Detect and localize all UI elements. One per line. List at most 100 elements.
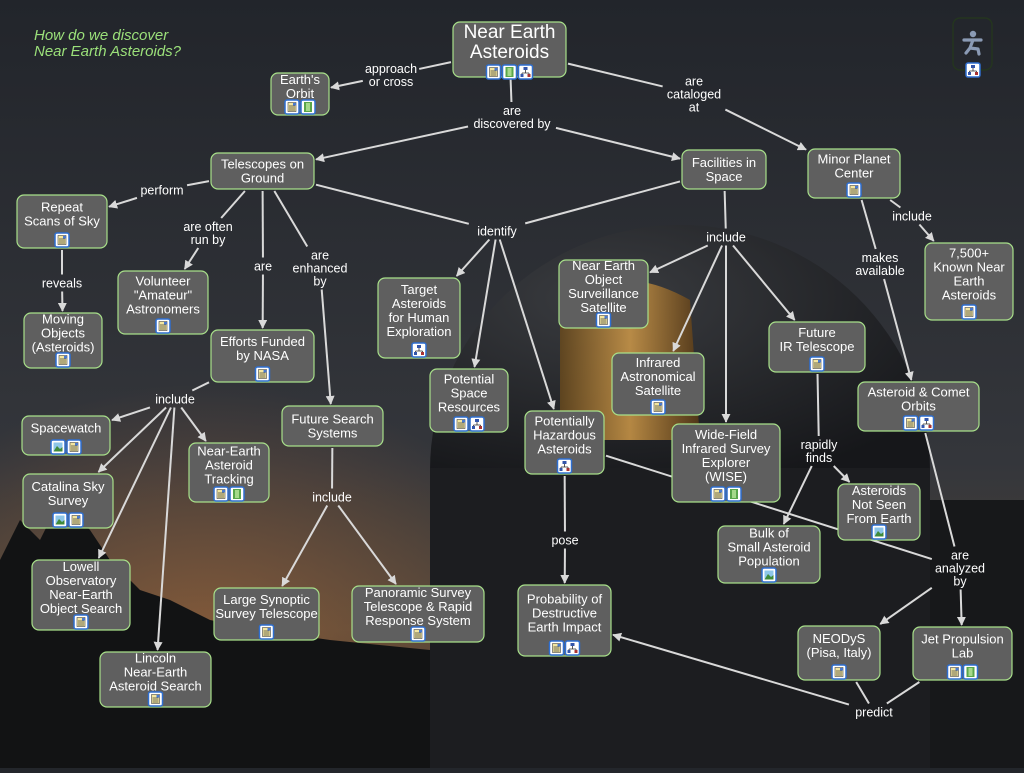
document-resource-icon[interactable] — [810, 357, 824, 371]
concept-label: Large Synoptic — [223, 592, 310, 607]
document-resource-icon[interactable] — [550, 641, 564, 655]
image-resource-icon[interactable] — [872, 525, 886, 539]
document-resource-icon[interactable] — [651, 400, 665, 414]
movie-resource-icon[interactable] — [503, 65, 517, 79]
cmap-resource-icon[interactable] — [519, 65, 533, 79]
movie-resource-icon[interactable] — [964, 665, 978, 679]
document-resource-icon[interactable] — [67, 440, 81, 454]
document-resource-icon[interactable] — [69, 513, 83, 527]
movie-resource-icon[interactable] — [301, 100, 315, 114]
image-resource-icon[interactable] — [51, 440, 65, 454]
movie-resource-icon[interactable] — [230, 487, 244, 501]
link-phrase-text: are — [685, 75, 703, 89]
cmap-resource-icon[interactable] — [558, 459, 572, 473]
link-phrase-l_include_nasa[interactable]: include — [155, 393, 195, 407]
document-resource-icon[interactable] — [847, 183, 861, 197]
concept-volunteer[interactable]: Volunteer"Amateur"Astronomers — [118, 271, 208, 334]
link-phrase-text: rapidly — [801, 438, 839, 452]
document-resource-icon[interactable] — [832, 665, 846, 679]
link-phrase-l_predict[interactable]: predict — [855, 706, 893, 720]
link-phrase-l_pose[interactable]: pose — [551, 534, 578, 548]
document-resource-icon[interactable] — [214, 487, 228, 501]
concept-label: From Earth — [846, 511, 911, 526]
link-phrase-text: makes — [862, 251, 899, 265]
document-resource-icon[interactable] — [149, 692, 163, 706]
cmap-resource-icon[interactable] — [566, 641, 580, 655]
concept-label: Volunteer — [136, 274, 192, 289]
concept-neodys[interactable]: NEODyS(Pisa, Italy) — [798, 626, 880, 680]
link-phrase-l_perform[interactable]: perform — [140, 184, 183, 198]
document-resource-icon[interactable] — [904, 416, 918, 430]
document-resource-icon[interactable] — [256, 367, 270, 381]
concept-spacewatch[interactable]: Spacewatch — [22, 416, 110, 455]
link-phrase-l_include_fac[interactable]: include — [706, 231, 746, 245]
link-phrase-l_are[interactable]: are — [254, 260, 272, 274]
focus-question-line: How do we discover — [34, 28, 181, 44]
image-resource-icon[interactable] — [762, 568, 776, 582]
concept-label: Earth Impact — [528, 620, 602, 635]
cmap-resource-icon[interactable] — [412, 343, 426, 357]
document-resource-icon[interactable] — [597, 313, 611, 327]
link-phrase-l_reveals[interactable]: reveals — [42, 277, 82, 291]
document-resource-icon[interactable] — [487, 65, 501, 79]
concept-label: Telescopes on — [221, 157, 304, 172]
document-resource-icon[interactable] — [711, 487, 725, 501]
document-resource-icon[interactable] — [260, 625, 274, 639]
concept-label: Orbits — [901, 399, 936, 414]
document-resource-icon[interactable] — [285, 100, 299, 114]
document-resource-icon[interactable] — [156, 319, 170, 333]
link-phrase-l_identify[interactable]: identify — [477, 225, 517, 239]
image-resource-icon[interactable] — [53, 513, 67, 527]
document-resource-icon[interactable] — [56, 353, 70, 367]
document-resource-icon[interactable] — [962, 305, 976, 319]
cmap-resource-icon[interactable] — [966, 63, 980, 77]
document-resource-icon[interactable] — [948, 665, 962, 679]
link-phrase-l_include_fs[interactable]: include — [312, 491, 352, 505]
concept-label: Asteroids — [852, 483, 907, 498]
document-resource-icon[interactable] — [411, 627, 425, 641]
cmap-resource-icon[interactable] — [470, 417, 484, 431]
link-phrase-text: cataloged — [667, 88, 721, 102]
concept-label: Object — [585, 272, 623, 287]
link-phrase-l_include_mpc[interactable]: include — [892, 210, 932, 224]
document-resource-icon[interactable] — [454, 417, 468, 431]
concept-label: Population — [738, 554, 799, 569]
movie-resource-icon[interactable] — [727, 487, 741, 501]
concept-label: Astronomers — [126, 302, 200, 317]
cmap-resource-icon[interactable] — [920, 416, 934, 430]
link-phrase-text: analyzed — [935, 562, 985, 576]
document-resource-icon[interactable] — [55, 233, 69, 247]
document-resource-icon[interactable] — [74, 615, 88, 629]
